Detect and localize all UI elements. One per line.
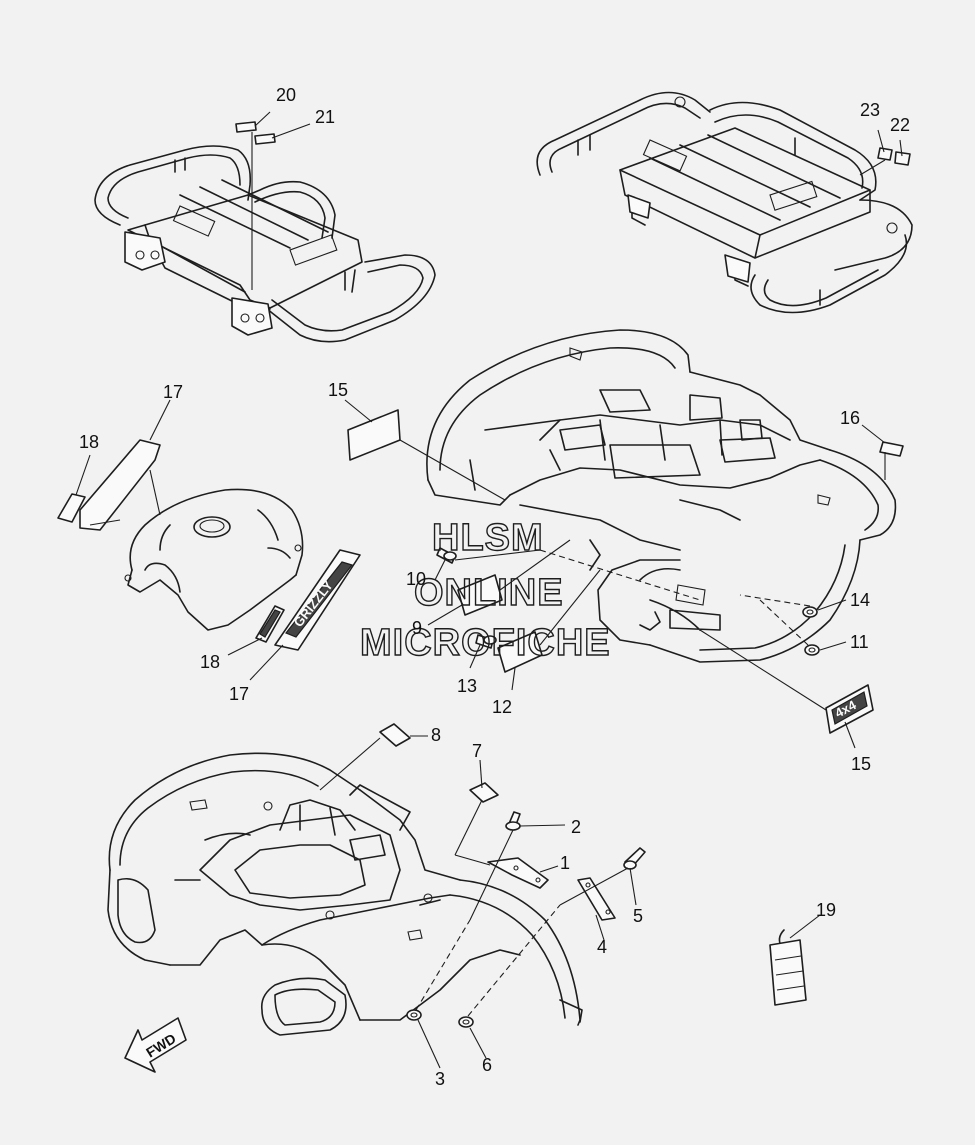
- plate-12: [497, 631, 543, 673]
- callout-4: 4: [597, 937, 607, 957]
- callout-10: 10: [406, 569, 426, 589]
- callout-17-upper: 17: [163, 382, 183, 402]
- callout-5: 5: [633, 906, 643, 926]
- label-23: [877, 147, 893, 161]
- decal-16: [879, 441, 904, 457]
- callout-2: 2: [571, 817, 581, 837]
- rear-fender: [426, 329, 897, 663]
- callout-numbers: 20 21 23 22 17 18 15 16 10 9 13 12 14 11…: [79, 85, 910, 1089]
- watermark-line3: MICROFICHE: [360, 622, 611, 664]
- plate-4: [577, 877, 616, 921]
- front-carrier: [94, 132, 436, 343]
- callout-7: 7: [472, 741, 482, 761]
- callout-13: 13: [457, 676, 477, 696]
- callout-17-lower: 17: [229, 684, 249, 704]
- decal-15-upper: [347, 409, 401, 461]
- callout-15-upper: 15: [328, 380, 348, 400]
- front-fender: [107, 752, 583, 1036]
- label-21: [254, 133, 276, 145]
- washer-14: [802, 606, 818, 618]
- plate-9: [457, 574, 503, 616]
- fwd-arrow: FWD: [124, 1017, 187, 1073]
- watermark-line1: HLSM: [432, 517, 544, 559]
- callout-11: 11: [850, 632, 869, 652]
- callout-14: 14: [850, 590, 870, 610]
- callout-16: 16: [840, 408, 860, 428]
- callout-18-upper: 18: [79, 432, 99, 452]
- callout-6: 6: [482, 1055, 492, 1075]
- decal-8: [379, 723, 411, 747]
- callout-21: 21: [315, 107, 335, 127]
- plate-1: [487, 857, 549, 889]
- decal-17-upper: [79, 439, 161, 531]
- callout-20: 20: [276, 85, 296, 105]
- label-22: [894, 151, 911, 166]
- callout-18-lower: 18: [200, 652, 220, 672]
- washer-11: [804, 644, 820, 656]
- callout-1: 1: [560, 853, 570, 873]
- watermark-line2: ONLINE: [414, 572, 564, 614]
- callout-3: 3: [435, 1069, 445, 1089]
- decals: GRIZZLY 4x4: [57, 121, 911, 1028]
- callout-22: 22: [890, 115, 910, 135]
- tank-cover: [124, 488, 304, 631]
- decal-18-upper: [57, 493, 86, 523]
- callout-8: 8: [431, 725, 441, 745]
- callout-23: 23: [860, 100, 880, 120]
- watermark: HLSM ONLINE MICROFICHE: [359, 516, 611, 664]
- label-20: [235, 121, 257, 133]
- callout-19: 19: [816, 900, 836, 920]
- washer-6: [458, 1016, 474, 1028]
- decal-7: [469, 782, 499, 803]
- rear-carrier: [536, 91, 913, 314]
- callout-15-lower: 15: [851, 754, 871, 774]
- callout-12: 12: [492, 697, 512, 717]
- callout-9: 9: [412, 618, 422, 638]
- washer-3: [406, 1009, 422, 1021]
- tag-19: [769, 929, 807, 1006]
- leader-lines: [75, 111, 903, 1069]
